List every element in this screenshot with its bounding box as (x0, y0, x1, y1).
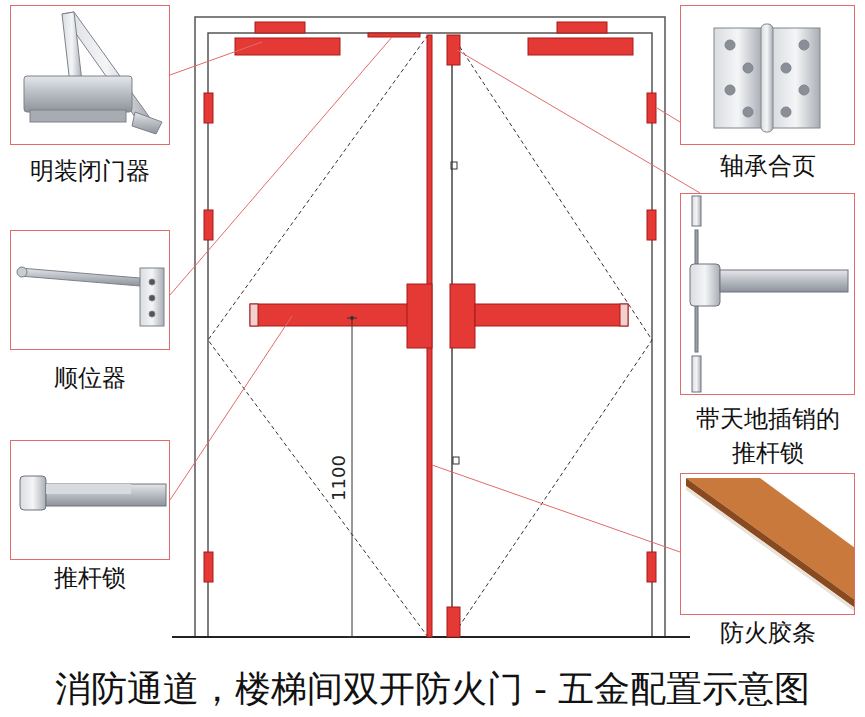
rod-guide (451, 162, 457, 169)
callout-box: 顺位器 (10, 230, 170, 350)
hinge-leaf (772, 28, 820, 128)
callout-box: 明装闭门器 (10, 5, 170, 145)
title: 消防通道，楼梯间双开防火门 - 五金配置示意图 (0, 666, 865, 712)
part-label: 顺位器 (54, 361, 126, 395)
bar-head (690, 264, 720, 306)
screw-hole (743, 63, 753, 73)
bar-body (720, 270, 848, 292)
part-label: 轴承合页 (720, 149, 816, 183)
push-bar (250, 304, 410, 326)
screw-hole (149, 295, 155, 301)
hinge (204, 210, 213, 240)
screw-hole (725, 40, 735, 50)
screw-hole (725, 85, 735, 95)
rod (695, 306, 698, 352)
part-label: 防火胶条 (720, 616, 816, 650)
bar-cap (250, 304, 258, 326)
bar-highlight (46, 484, 131, 494)
rod (695, 230, 698, 264)
leader-line (657, 108, 680, 122)
dimension-label: 1100 (329, 453, 349, 503)
callout-box: 推杆锁 (10, 440, 170, 560)
screw-hole (149, 279, 155, 285)
hinge (647, 552, 656, 582)
screw-hole (799, 85, 809, 95)
leader-line (170, 42, 262, 75)
hinge (204, 552, 213, 582)
frame-inner (208, 33, 652, 637)
closer-shoe (132, 112, 162, 134)
leader-lines (170, 37, 700, 552)
part-label: 带天地插销的 推杆锁 (688, 402, 848, 470)
screw-hole (781, 63, 791, 73)
coordinator (368, 33, 420, 37)
push-bar (475, 304, 628, 326)
swing-line (452, 35, 652, 637)
strip-picture (686, 478, 855, 612)
door-frame (172, 17, 690, 637)
callout-box: 防火胶条 (680, 473, 855, 615)
closer-bracket (557, 22, 607, 33)
pushbar-picture (20, 476, 166, 510)
rod-guide (453, 457, 459, 464)
closer-base (30, 110, 126, 122)
hinge (647, 210, 656, 240)
push-bar-head (450, 284, 475, 348)
dimension-line (352, 318, 353, 637)
frame-outer (195, 17, 665, 637)
leader-line (170, 316, 292, 500)
closer-bracket (255, 22, 305, 33)
screw-hole (781, 107, 791, 117)
screw-hole (799, 40, 809, 50)
hinge-holes (725, 40, 809, 117)
flush-bolt (447, 607, 460, 637)
rod-guides (451, 162, 459, 464)
leader-line (170, 37, 392, 295)
hinge (647, 93, 656, 123)
dimension-dot (351, 317, 354, 320)
coordinator-picture (17, 267, 164, 326)
closer-body (24, 76, 132, 112)
push-bar-head (407, 284, 432, 348)
closer-picture (24, 12, 162, 134)
callout-box: 轴承合页 (680, 5, 855, 145)
swing-line (208, 35, 428, 637)
coordinator-knob (17, 267, 27, 277)
callout-box: 带天地插销的 推杆锁 (680, 193, 855, 395)
leader-line (457, 50, 700, 193)
coordinator-bracket (140, 268, 164, 326)
hinge-knuckle (761, 24, 773, 132)
closer-arm (62, 12, 82, 84)
hinge-leaf (714, 28, 762, 128)
hinge-picture (714, 24, 820, 132)
screw-hole (149, 311, 155, 317)
screw-hole (743, 107, 753, 117)
bar-cap (620, 304, 628, 326)
part-label: 推杆锁 (54, 561, 126, 595)
bar-head (20, 476, 46, 510)
bar-body (46, 484, 166, 506)
rod-top (692, 196, 701, 226)
hardware-red (204, 22, 656, 637)
leader-line (432, 465, 680, 552)
rod-bottom (692, 356, 701, 392)
hinge (204, 93, 213, 123)
coordinator-arm (20, 268, 140, 286)
door-closer (528, 38, 633, 55)
part-label: 明装闭门器 (30, 154, 150, 188)
rod-pushbar-picture (690, 196, 848, 392)
flush-bolt (447, 35, 460, 65)
strip-side (686, 478, 855, 608)
strip-backing (686, 486, 855, 612)
